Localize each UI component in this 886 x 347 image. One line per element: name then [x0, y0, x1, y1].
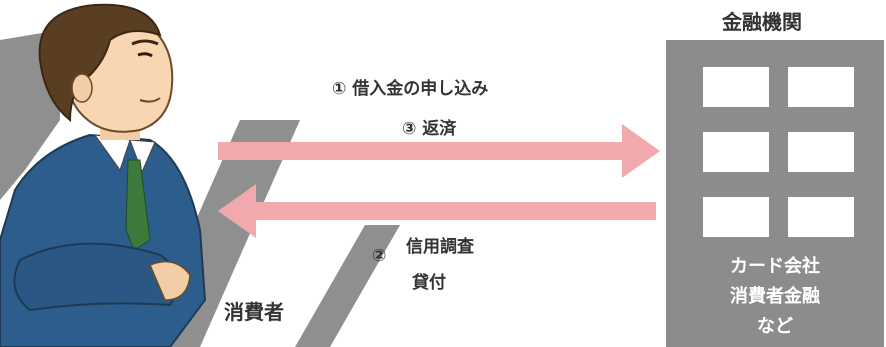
institution-title: 金融機関: [722, 10, 802, 34]
institution-line-etc: など: [757, 316, 793, 337]
institution-line-consumer-finance: 消費者金融: [730, 286, 820, 307]
step3-label: ③ 返済: [402, 119, 457, 139]
consumer-label: 消費者: [224, 300, 284, 324]
building-window: [703, 67, 769, 107]
institution-line-card-company: カード会社: [730, 256, 820, 277]
building: [666, 40, 884, 347]
step2-line1: 信用調査: [406, 237, 474, 257]
building-window: [788, 132, 854, 172]
step2-line2: 貸付: [412, 273, 446, 293]
building-window: [703, 132, 769, 172]
businessman-illustration: [0, 3, 207, 347]
arrow-to-institution: [218, 124, 660, 178]
step2-number: ②: [372, 246, 387, 266]
building-window: [703, 197, 769, 237]
arrow-to-consumer: [218, 184, 656, 238]
building-window: [788, 197, 854, 237]
building-window: [788, 67, 854, 107]
step1-label: ① 借入金の申し込み: [332, 79, 489, 99]
